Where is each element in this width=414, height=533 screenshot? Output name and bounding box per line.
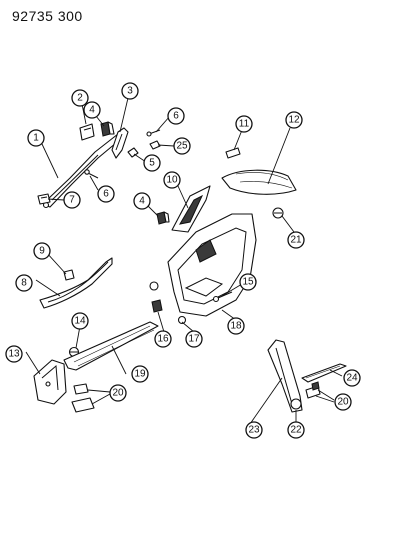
svg-text:8: 8 [21, 278, 27, 289]
svg-text:20: 20 [337, 397, 349, 408]
svg-text:24: 24 [346, 373, 358, 384]
svg-text:22: 22 [290, 425, 302, 436]
svg-text:2: 2 [77, 93, 83, 104]
callout-6-lower: 6 [97, 185, 115, 203]
callout-16: 16 [154, 330, 172, 348]
callout-9: 9 [33, 242, 51, 260]
callout-25: 25 [173, 137, 191, 155]
svg-text:16: 16 [157, 334, 169, 345]
part-screw-6-upper [146, 129, 161, 137]
svg-text:4: 4 [139, 196, 145, 207]
svg-text:14: 14 [74, 316, 86, 327]
part-fastener-17 [177, 315, 187, 325]
svg-text:3: 3 [127, 86, 133, 97]
callout-17: 17 [185, 330, 203, 348]
svg-text:6: 6 [173, 111, 179, 122]
part-retainer-clip-upper [100, 121, 115, 137]
callout-4-upper: 4 [83, 101, 101, 119]
svg-text:5: 5 [149, 158, 155, 169]
callout-18: 18 [227, 317, 245, 335]
svg-text:9: 9 [39, 246, 45, 257]
part-pillar-garnish [111, 127, 129, 159]
svg-text:6: 6 [103, 189, 109, 200]
part-push-fastener-21 [272, 207, 284, 219]
svg-text:1: 1 [33, 133, 39, 144]
part-clip-25 [149, 140, 161, 150]
svg-text:17: 17 [188, 334, 200, 345]
part-b-pillar-trim [171, 185, 211, 233]
part-clip-7 [37, 193, 51, 205]
callout-22: 22 [287, 421, 305, 439]
svg-text:15: 15 [242, 277, 254, 288]
part-fastener-22 [290, 398, 302, 410]
callout-23: 23 [245, 421, 263, 439]
part-retainer-clip-lower [156, 211, 170, 225]
part-clip-20-left [71, 383, 95, 413]
callout-7: 7 [63, 191, 81, 209]
callout-8: 8 [15, 274, 33, 292]
callout-11: 11 [235, 115, 253, 133]
callout-13: 13 [5, 345, 23, 363]
callout-6-upper: 6 [167, 107, 185, 125]
part-trim-strip-24 [301, 363, 347, 383]
callout-4-lower: 4 [133, 192, 151, 210]
part-clip-16 [151, 299, 163, 313]
callout-24: 24 [343, 369, 361, 387]
part-clip-20-right [305, 381, 321, 399]
diagram-code: 92735 300 [12, 8, 83, 24]
svg-text:13: 13 [8, 349, 20, 360]
part-screw-15 [212, 291, 233, 303]
svg-text:21: 21 [290, 235, 302, 246]
svg-text:18: 18 [230, 321, 242, 332]
part-upper-bracket [79, 123, 95, 141]
callout-1: 1 [27, 129, 45, 147]
callout-20-left: 20 [109, 384, 127, 402]
part-quarter-window-trim [221, 169, 297, 195]
svg-text:23: 23 [248, 425, 260, 436]
part-clip-9 [63, 269, 75, 281]
callout-2: 2 [71, 89, 89, 107]
callout-10: 10 [163, 171, 181, 189]
callout-3: 3 [121, 82, 139, 100]
callout-14: 14 [71, 312, 89, 330]
part-fastener-17b [149, 281, 159, 291]
svg-text:4: 4 [89, 105, 95, 116]
callout-19: 19 [131, 365, 149, 383]
callout-20-right: 20 [334, 393, 352, 411]
callout-21: 21 [287, 231, 305, 249]
svg-text:10: 10 [166, 175, 178, 186]
callout-5: 5 [143, 154, 161, 172]
svg-text:19: 19 [134, 369, 146, 380]
svg-text:11: 11 [239, 119, 250, 130]
part-clip-11 [225, 147, 241, 159]
part-small-clip-5 [127, 147, 139, 158]
part-door-opening-molding [39, 257, 113, 309]
part-screw-6-lower [84, 169, 99, 179]
part-lower-pillar-bracket [33, 359, 67, 405]
part-sill-scuff-plate [63, 321, 159, 371]
svg-text:7: 7 [69, 195, 75, 206]
callout-12: 12 [285, 111, 303, 129]
svg-text:20: 20 [112, 388, 124, 399]
svg-text:12: 12 [288, 115, 300, 126]
callout-15: 15 [239, 273, 257, 291]
svg-text:25: 25 [176, 141, 188, 152]
leader-lines [25, 97, 343, 425]
